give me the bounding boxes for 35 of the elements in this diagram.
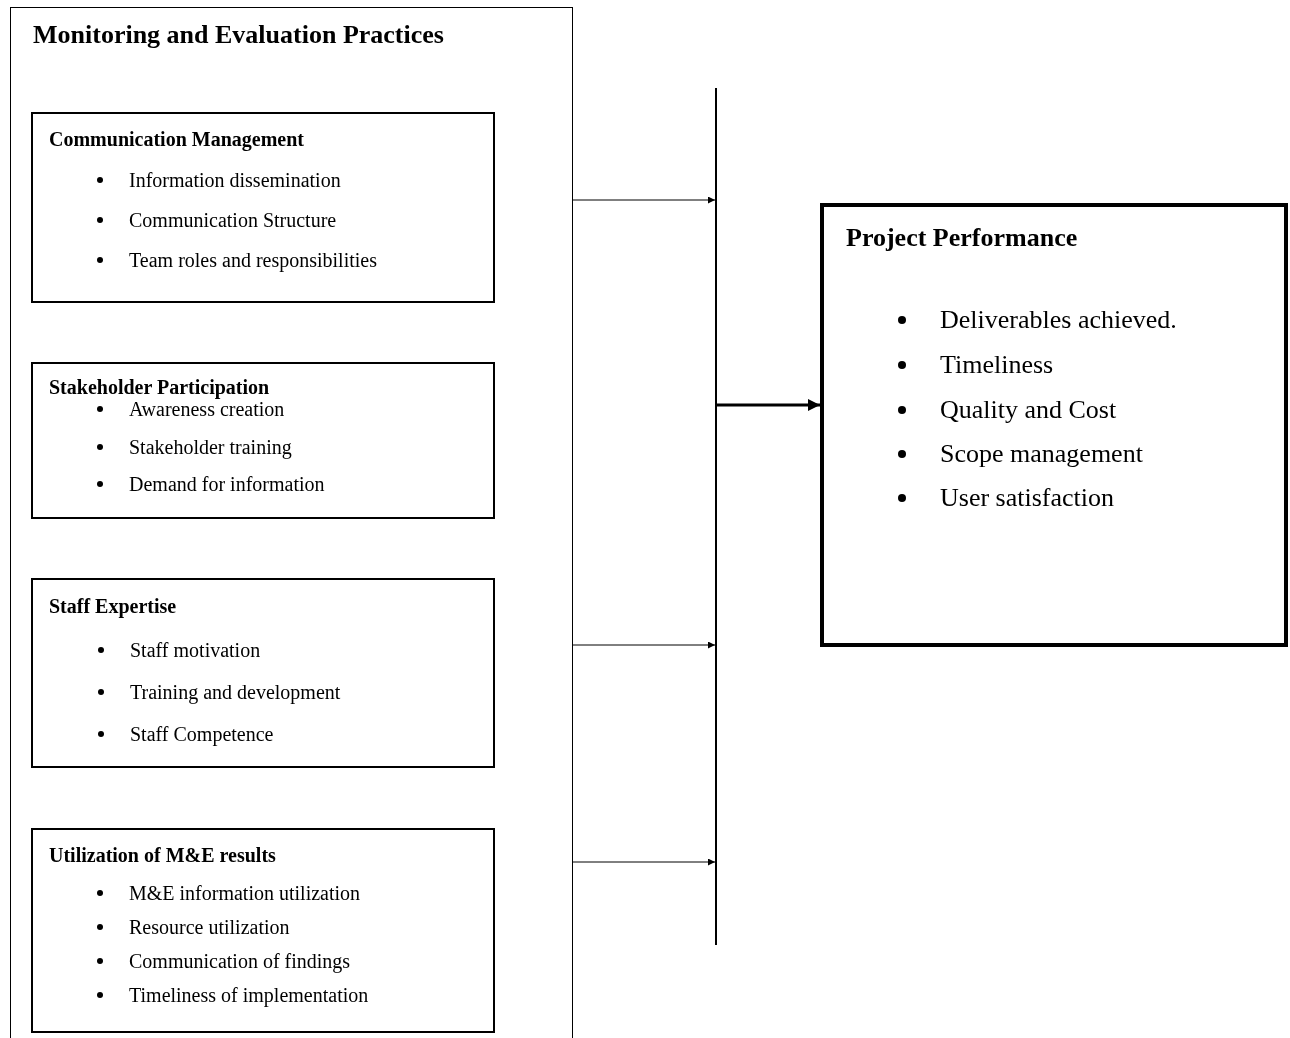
box-heading: Utilization of M&E results xyxy=(49,844,276,867)
outcome-box xyxy=(820,203,1288,647)
box-heading: Stakeholder Participation xyxy=(49,376,270,399)
bullet-item: Information dissemination xyxy=(129,168,341,192)
bullet-item: Timeliness of implementation xyxy=(129,983,369,1007)
bullet-item: Awareness creation xyxy=(129,398,285,421)
arrow xyxy=(572,641,716,649)
box-heading: Staff Expertise xyxy=(49,595,177,618)
bullet-item: Deliverables achieved. xyxy=(940,304,1177,336)
factor-box xyxy=(31,362,495,519)
arrow xyxy=(572,858,716,866)
bullet-item: Quality and Cost xyxy=(940,394,1117,426)
vertical-line xyxy=(715,88,717,945)
bullet-item: Training and development xyxy=(130,680,341,704)
box-heading: Monitoring and Evaluation Practices xyxy=(33,20,444,50)
bullet-item: Demand for information xyxy=(129,472,325,496)
factor-box xyxy=(31,578,495,768)
bullet-item: Team roles and responsibilities xyxy=(129,248,377,272)
box-heading: Communication Management xyxy=(49,128,304,151)
bullet-item: User satisfaction xyxy=(940,482,1114,514)
bullet-item: Resource utilization xyxy=(129,915,290,939)
bullet-item: Communication Structure xyxy=(129,208,337,232)
bullet-item: Timeliness xyxy=(940,349,1054,381)
group-panel xyxy=(10,7,573,1038)
arrow xyxy=(572,196,716,204)
arrow xyxy=(717,399,820,411)
bullet-item: M&E information utilization xyxy=(129,881,361,905)
factor-box xyxy=(31,828,495,1033)
bullet-item: Staff Competence xyxy=(130,722,274,746)
bullet-item: Staff motivation xyxy=(130,638,261,662)
factor-box xyxy=(31,112,495,303)
bullet-item: Communication of findings xyxy=(129,949,351,973)
bullet-item: Scope management xyxy=(940,438,1143,470)
box-heading: Project Performance xyxy=(846,223,1078,253)
bullet-item: Stakeholder training xyxy=(129,435,292,459)
